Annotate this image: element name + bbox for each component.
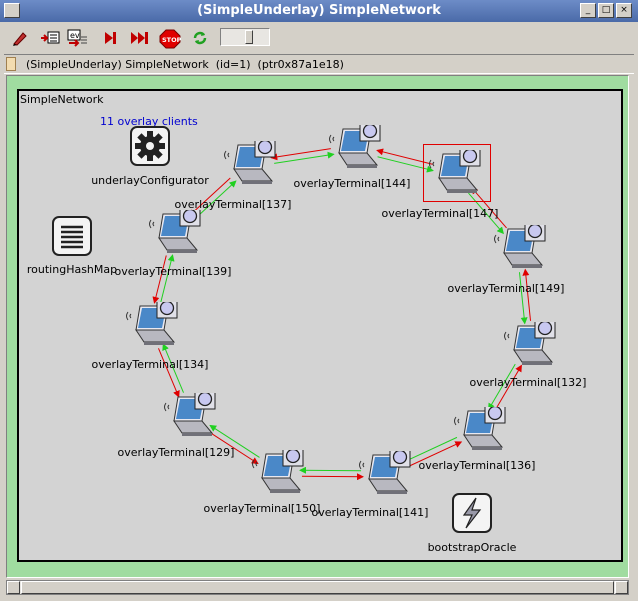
overlay-terminal-129[interactable]: [162, 388, 218, 442]
event-log-icon: ev: [67, 29, 87, 47]
run-icon: [105, 32, 116, 44]
laptop-icon: [494, 220, 546, 268]
fast-run-button[interactable]: [128, 26, 152, 48]
laptop-icon: [454, 402, 506, 450]
overlay-terminal-149[interactable]: [492, 220, 548, 274]
module-list-button[interactable]: [38, 26, 62, 48]
refresh-icon: [193, 31, 207, 45]
close-button[interactable]: ×: [616, 3, 632, 18]
selection-highlight: [423, 144, 491, 202]
laptop-icon: [126, 297, 178, 345]
terminal-label: overlayTerminal[139]: [114, 265, 232, 278]
laptop-icon: [504, 317, 556, 365]
overlay-terminal-136[interactable]: [452, 402, 508, 456]
info-bar: (SimpleUnderlay) SimpleNetwork (id=1) (p…: [4, 54, 634, 74]
edit-tool-button[interactable]: [8, 26, 32, 48]
svg-text:ev: ev: [70, 31, 80, 40]
stop-icon: STOP: [159, 29, 181, 49]
overlay-terminal-139[interactable]: [147, 205, 203, 259]
laptop-icon: [149, 205, 201, 253]
terminal-label: overlayTerminal[129]: [117, 446, 235, 459]
overlay-terminal-141[interactable]: [357, 446, 413, 500]
network-title: SimpleNetwork: [20, 93, 104, 106]
overlay-terminal-132[interactable]: [502, 317, 558, 371]
laptop-icon: [429, 145, 481, 193]
horizontal-scrollbar[interactable]: [6, 580, 629, 595]
canvas-right-edge: [629, 75, 637, 578]
module-label: routingHashMap: [26, 263, 118, 276]
svg-text:STOP: STOP: [162, 36, 181, 44]
bootstrap-oracle-module[interactable]: [452, 493, 492, 536]
window-title: (SimpleUnderlay) SimpleNetwork: [197, 3, 441, 18]
scroll-right-button[interactable]: [615, 581, 628, 594]
overlay-terminal-137[interactable]: [222, 136, 278, 190]
window-menu-button[interactable]: [4, 3, 20, 18]
hashmap-icon: [52, 216, 92, 256]
module-info-text: (SimpleUnderlay) SimpleNetwork (id=1) (p…: [26, 58, 344, 71]
routing-hash-map-module[interactable]: [52, 216, 92, 259]
overlay-terminal-147[interactable]: [427, 145, 483, 199]
oracle-icon: [452, 493, 492, 533]
terminal-label: overlayTerminal[132]: [469, 376, 587, 389]
laptop-icon: [329, 120, 381, 168]
toolbar: ev STOP: [0, 22, 638, 52]
laptop-icon: [359, 446, 411, 494]
underlay-configurator-module[interactable]: [130, 126, 170, 169]
module-icon: [6, 57, 16, 71]
terminal-label: overlayTerminal[134]: [91, 358, 209, 371]
title-bar: (SimpleUnderlay) SimpleNetwork _ □ ×: [0, 0, 638, 22]
speed-slider-thumb[interactable]: [245, 30, 253, 44]
terminal-label: overlayTerminal[141]: [311, 506, 429, 519]
overlay-terminal-150[interactable]: [250, 445, 306, 499]
fast-run-icon: [131, 32, 148, 44]
terminal-label: overlayTerminal[149]: [447, 282, 565, 295]
terminal-label: overlayTerminal[137]: [174, 198, 292, 211]
run-button[interactable]: [98, 26, 122, 48]
overlay-terminal-134[interactable]: [124, 297, 180, 351]
scroll-left-button[interactable]: [7, 581, 20, 594]
terminal-label: overlayTerminal[147]: [381, 207, 499, 220]
edit-icon: [13, 32, 27, 46]
module-list-icon: [41, 31, 60, 44]
event-log-button[interactable]: ev: [66, 26, 90, 48]
scroll-thumb[interactable]: [21, 581, 614, 594]
clients-count-label: 11 overlay clients: [100, 115, 198, 128]
overlay-terminal-144[interactable]: [327, 120, 383, 174]
stop-button[interactable]: STOP: [158, 26, 182, 49]
maximize-button[interactable]: □: [598, 3, 614, 18]
terminal-label: overlayTerminal[150]: [203, 502, 321, 515]
laptop-icon: [252, 445, 304, 493]
module-label: bootstrapOracle: [427, 541, 517, 554]
terminal-label: overlayTerminal[144]: [293, 177, 411, 190]
gear-icon: [130, 126, 170, 166]
refresh-button[interactable]: [188, 26, 212, 48]
minimize-button[interactable]: _: [580, 3, 596, 18]
laptop-icon: [164, 388, 216, 436]
terminal-label: overlayTerminal[136]: [418, 459, 536, 472]
module-label: underlayConfigurator: [91, 174, 209, 187]
speed-slider[interactable]: [220, 28, 270, 46]
laptop-icon: [224, 136, 276, 184]
